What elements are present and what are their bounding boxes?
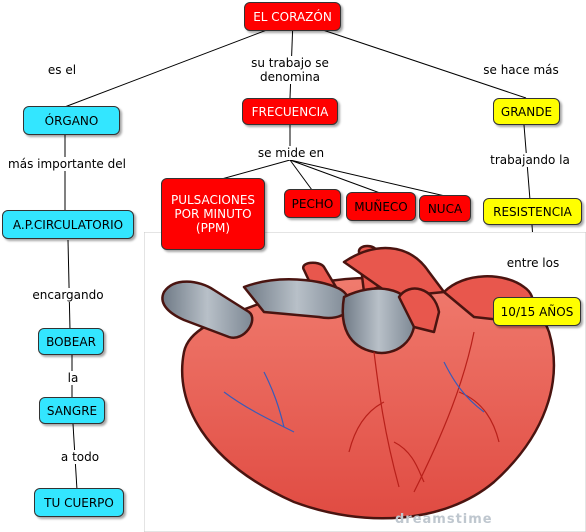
link-label-trabajando-la: trabajando la: [488, 153, 572, 167]
link-label-la: la: [66, 371, 80, 385]
node-10-15-anos[interactable]: 10/15 AÑOS: [493, 297, 581, 326]
node-ap-circulatorio[interactable]: A.P.CIRCULATORIO: [2, 210, 134, 239]
link-label-es-el: es el: [44, 63, 80, 77]
heart-veins: [223, 361, 485, 433]
node-nuca[interactable]: NUCA: [419, 195, 471, 222]
node-pulsaciones[interactable]: PULSACIONES POR MINUTO (PPM): [161, 178, 265, 250]
heart-illustration: [144, 232, 586, 532]
node-sangre[interactable]: SANGRE: [39, 397, 105, 424]
heart-body: [161, 244, 556, 520]
link-label-su-trabajo: su trabajo se denomina: [247, 56, 333, 84]
node-tu-cuerpo[interactable]: TU CUERPO: [34, 488, 124, 517]
link-label-se-mide-en: se mide en: [255, 146, 327, 160]
node-pecho[interactable]: PECHO: [284, 189, 341, 218]
link-label-a-todo: a todo: [57, 450, 103, 464]
node-grande[interactable]: GRANDE: [493, 98, 560, 125]
watermark: dreamstime: [395, 512, 493, 527]
node-frecuencia[interactable]: FRECUENCIA: [242, 98, 338, 125]
node-muneco[interactable]: MUÑECO: [346, 192, 416, 221]
link-label-mas-importante: más importante del: [5, 157, 129, 171]
link-label-encargando: encargando: [29, 288, 107, 302]
node-organo[interactable]: ÓRGANO: [23, 106, 120, 135]
node-bobear[interactable]: BOBEAR: [38, 328, 104, 355]
link-label-se-hace-mas: se hace más: [481, 63, 561, 77]
node-resistencia[interactable]: RESISTENCIA: [483, 198, 582, 225]
heart-vessels: [348, 331, 500, 493]
link-label-entre-los: entre los: [505, 256, 561, 270]
node-el-corazon[interactable]: EL CORAZÓN: [244, 2, 341, 31]
